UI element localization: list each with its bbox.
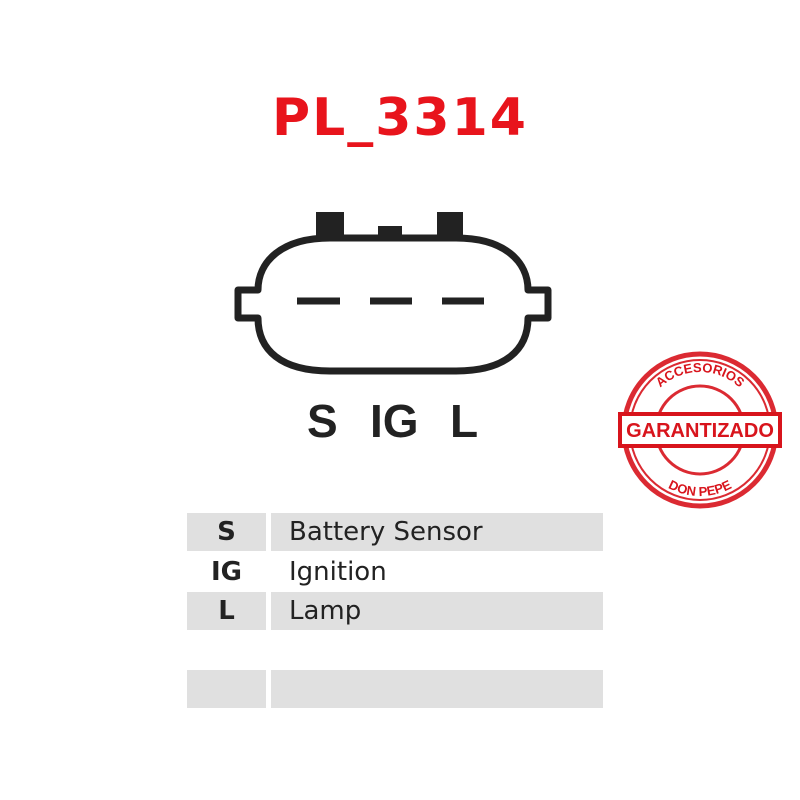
pin-code: L <box>187 592 266 630</box>
pin-code <box>187 670 266 708</box>
pin-label-l: L <box>450 395 479 447</box>
pin-label-s: S <box>307 395 338 447</box>
table-row: IG Ignition <box>187 553 603 591</box>
pin-description: Battery Sensor <box>271 513 603 551</box>
pin-description <box>271 631 603 669</box>
pin-description: Ignition <box>289 557 387 587</box>
pin-code <box>187 631 266 669</box>
part-number-title: PL_3314 <box>272 88 528 148</box>
table-row <box>187 670 603 708</box>
table-row <box>187 631 603 669</box>
pin-description <box>271 670 603 708</box>
pin-label-ig: IG <box>370 395 419 447</box>
pin-code: IG <box>210 557 242 587</box>
pin-code: S <box>187 513 266 551</box>
connector-body <box>234 234 552 375</box>
pin-description: Lamp <box>271 592 603 630</box>
